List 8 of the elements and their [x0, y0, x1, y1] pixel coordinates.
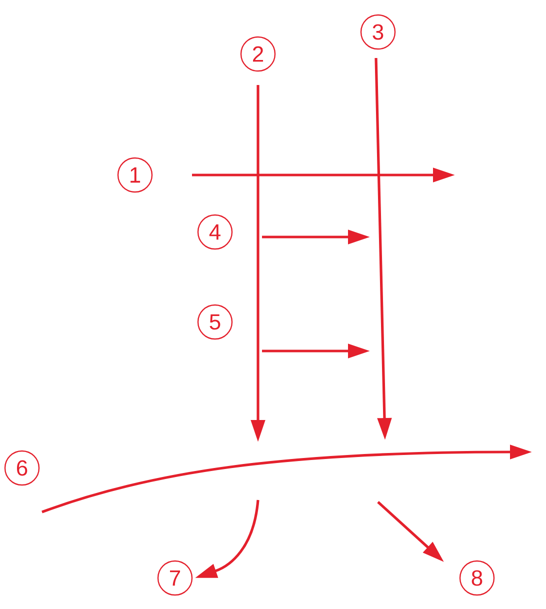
callout-number: 7 — [157, 560, 193, 596]
callout-number: 8 — [459, 560, 495, 596]
callout-number: 6 — [4, 450, 40, 486]
callout-number: 1 — [117, 157, 153, 193]
callout-number: 2 — [240, 36, 276, 72]
callout-number: 5 — [197, 304, 233, 340]
callout-number: 3 — [360, 14, 396, 50]
callout-number: 4 — [197, 214, 233, 250]
